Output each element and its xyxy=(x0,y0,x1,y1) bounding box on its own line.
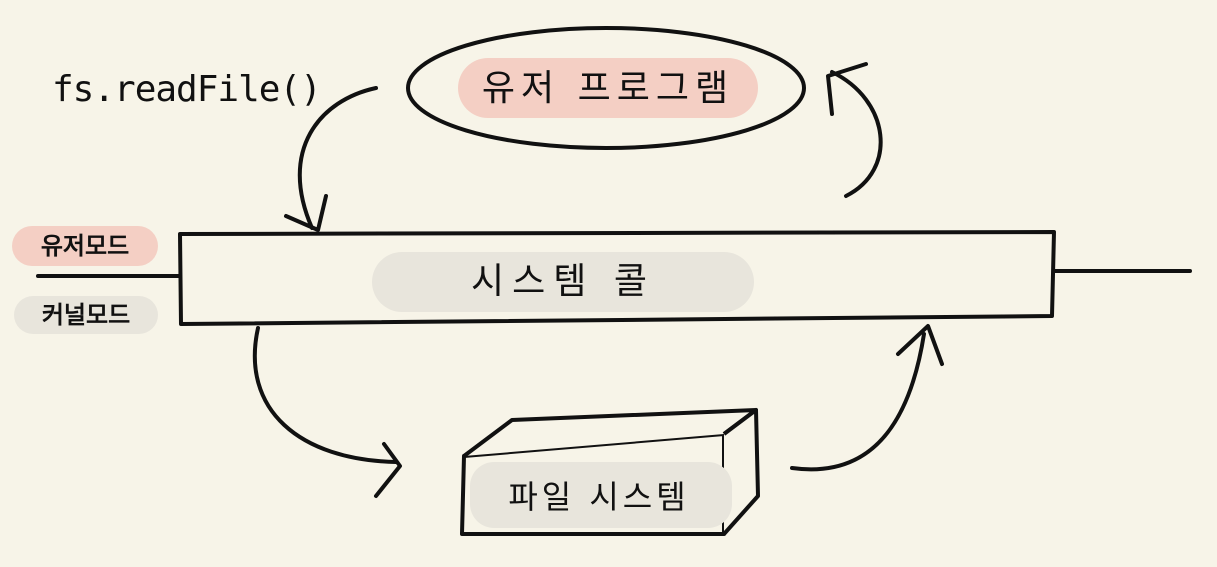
arrow-filesystem-to-syscall xyxy=(790,332,926,472)
system-call-label: 시스템 콜 xyxy=(471,261,655,302)
arrow-syscall-to-program xyxy=(830,70,883,198)
arrow-syscall-to-filesystem xyxy=(252,326,398,464)
system-call-highlight xyxy=(372,252,754,312)
user-program-label: 유저 프로그램 xyxy=(481,68,735,109)
file-system-label: 파일 시스템 xyxy=(508,478,690,516)
arrow-filesystem-to-syscall-head xyxy=(896,324,944,366)
arrow-syscall-to-filesystem-head xyxy=(374,442,402,498)
file-system-box xyxy=(460,408,760,536)
user-program-ellipse xyxy=(406,26,806,150)
kernel-mode-highlight xyxy=(14,296,158,334)
user-mode-label: 유저모드 xyxy=(40,232,130,260)
arrow-code-to-syscall-head xyxy=(284,194,328,232)
code-label: fs.readFile() xyxy=(52,69,322,110)
arrow-code-to-syscall xyxy=(297,86,378,230)
arrow-syscall-to-program-head xyxy=(826,62,868,116)
user-mode-highlight xyxy=(12,226,158,266)
kernel-mode-label: 커널모드 xyxy=(41,301,131,329)
user-program-highlight xyxy=(458,58,758,118)
